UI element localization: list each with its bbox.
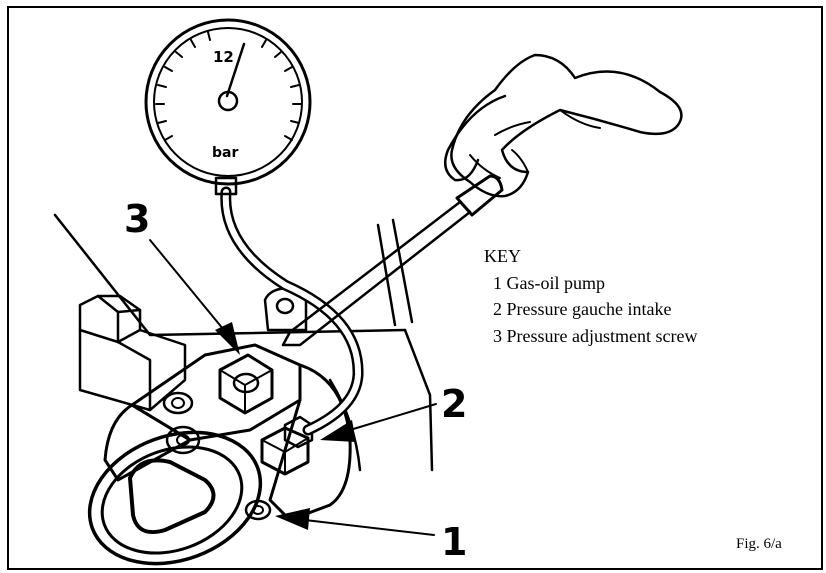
callout-3-arrowhead bbox=[215, 322, 240, 355]
gauge-unit-label: bar bbox=[212, 145, 238, 161]
callout-1: 1 bbox=[275, 508, 467, 564]
figure-label: Fig. 6/a bbox=[736, 536, 782, 552]
key-item-3: 3 Pressure adjustment screw bbox=[493, 326, 697, 346]
callout-2: 2 bbox=[320, 382, 467, 442]
key-item-2: 2 Pressure gauche intake bbox=[493, 299, 671, 319]
figure-frame bbox=[7, 6, 823, 570]
gauge-scale-ticks bbox=[155, 31, 302, 141]
key-legend: KEY 1 Gas-oil pump 2 Pressure gauche int… bbox=[484, 246, 697, 346]
callout-2-number: 2 bbox=[441, 382, 467, 426]
hand-illustration bbox=[443, 53, 683, 198]
bolt-top bbox=[162, 391, 194, 415]
callout-3-number: 3 bbox=[124, 197, 150, 241]
key-item-1: 1 Gas-oil pump bbox=[493, 273, 605, 293]
bolt-front bbox=[165, 425, 201, 455]
callout-2-arrowhead bbox=[320, 420, 356, 442]
gauge-needle bbox=[225, 42, 246, 98]
gauge-hose bbox=[220, 186, 364, 436]
bolt-bottom bbox=[244, 499, 272, 521]
gauge-value-label: 12 bbox=[213, 48, 234, 66]
pressure-gauge-intake bbox=[260, 415, 314, 476]
callout-1-number: 1 bbox=[441, 520, 467, 564]
callout-3: 3 bbox=[124, 197, 240, 355]
pressure-gauge: 12 bar bbox=[144, 18, 312, 196]
screwdriver bbox=[281, 174, 504, 347]
pressure-adjustment-screw bbox=[218, 353, 274, 415]
key-title: KEY bbox=[484, 246, 521, 266]
callout-1-arrowhead bbox=[275, 508, 310, 530]
